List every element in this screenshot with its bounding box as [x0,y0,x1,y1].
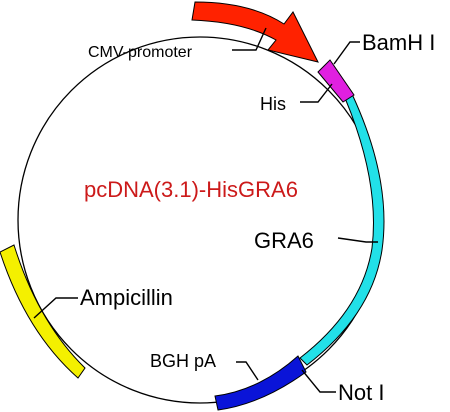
bgh-leader-line [236,361,259,381]
plasmid-name: pcDNA(3.1)-HisGRA6 [84,177,298,202]
not1-leader-line [301,369,336,393]
cmv-leader-line [232,27,267,51]
not1-label: Not I [338,380,384,405]
bamh1-leader-line [333,41,360,65]
gra6-leader-line [337,237,378,243]
gra6-label: GRA6 [254,228,314,253]
ampicillin-leader-line [33,297,78,319]
his-leader-line [300,83,333,103]
his-label: His [260,94,286,114]
cmv-promoter-arrow [191,1,319,63]
gra6-segment [299,93,385,366]
ampicillin-label: Ampicillin [80,285,173,310]
cmv-promoter-label: CMV-promoter [88,44,193,61]
his-segment [317,59,355,103]
bgh-pa-label: BGH pA [150,351,216,371]
ampicillin-segment [0,244,86,379]
bgh-segment [214,355,307,411]
bamh1-label: BamH I [362,30,435,55]
